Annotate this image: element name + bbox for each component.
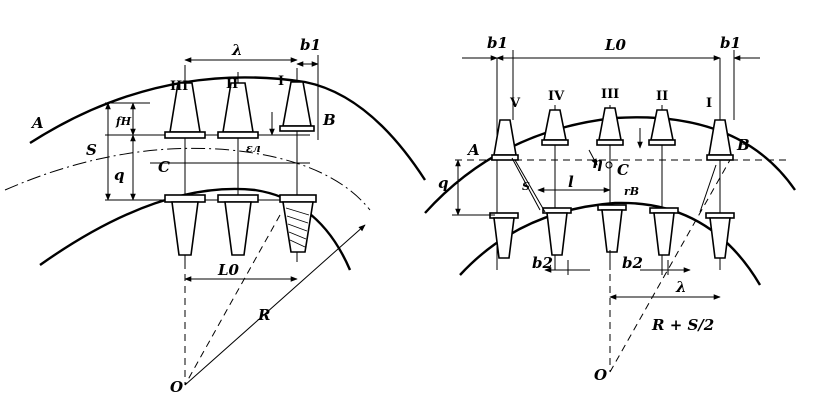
left-label-B: B bbox=[322, 111, 336, 129]
left-tool-I-lower bbox=[279, 194, 317, 253]
right-label-b2-right: b2 bbox=[622, 254, 643, 272]
left-label-L0: L0 bbox=[217, 261, 240, 279]
left-diagram: A B C O R S q fH λ b1 L0 εл III II I bbox=[4, 36, 427, 396]
left-tool-III-lower bbox=[164, 194, 206, 256]
left-label-S: S bbox=[86, 141, 97, 159]
left-label-O: O bbox=[170, 378, 183, 396]
right-label-lambda: λ bbox=[675, 278, 687, 296]
right-label-B: B bbox=[736, 136, 750, 154]
right-label-II: II bbox=[656, 89, 668, 104]
right-label-III: III bbox=[601, 87, 619, 102]
right-tool-III-lower bbox=[597, 204, 627, 253]
left-label-R: R bbox=[257, 306, 270, 324]
right-tool-I-lower bbox=[705, 212, 735, 259]
left-inner-arc bbox=[39, 187, 352, 271]
left-tool-II-upper bbox=[217, 82, 259, 139]
right-label-A: A bbox=[466, 141, 480, 159]
right-label-q: q bbox=[438, 174, 449, 192]
right-tool-V-lower bbox=[489, 212, 519, 259]
right-diagram: A B C O R + S/2 q S l L0 λ b1 b1 b2 b2 r… bbox=[424, 34, 796, 384]
left-label-eps: εл bbox=[246, 142, 261, 155]
right-label-O: O bbox=[594, 366, 607, 384]
right-label-rB: rB bbox=[624, 185, 639, 198]
left-label-lambda: λ bbox=[231, 41, 243, 59]
left-label-b1: b1 bbox=[300, 36, 321, 54]
left-label-A: A bbox=[30, 114, 44, 132]
right-label-b1-right: b1 bbox=[720, 34, 741, 52]
right-tool-IV-lower bbox=[542, 207, 572, 256]
left-outer-arc bbox=[29, 76, 427, 181]
right-label-I: I bbox=[706, 96, 712, 111]
left-label-I: I bbox=[278, 74, 284, 89]
right-center-C bbox=[605, 161, 613, 169]
right-label-L0: L0 bbox=[604, 36, 627, 54]
right-tool-II-upper bbox=[648, 109, 676, 146]
right-label-l: l bbox=[568, 173, 574, 191]
left-tool-II-lower bbox=[217, 194, 259, 256]
right-label-V: V bbox=[509, 96, 521, 111]
right-label-R-S2: R + S/2 bbox=[651, 316, 714, 334]
left-label-q: q bbox=[114, 166, 125, 184]
left-label-fH: fH bbox=[115, 115, 132, 128]
left-tool-I-upper bbox=[279, 81, 315, 132]
left-R-line bbox=[184, 224, 366, 386]
left-label-III: III bbox=[170, 79, 188, 94]
left-middle-arc bbox=[4, 147, 371, 211]
right-tool-III-upper bbox=[596, 107, 624, 146]
right-R-line bbox=[609, 159, 731, 373]
left-tool-III-upper bbox=[164, 82, 206, 139]
right-label-C: C bbox=[617, 161, 629, 179]
right-label-eta: η bbox=[592, 154, 603, 172]
right-label-b2-left: b2 bbox=[532, 254, 553, 272]
right-label-b1-left: b1 bbox=[487, 34, 508, 52]
right-tool-V-upper bbox=[491, 119, 519, 161]
left-label-II: II bbox=[226, 77, 238, 92]
left-label-C: C bbox=[158, 158, 170, 176]
right-label-IV: IV bbox=[548, 89, 565, 104]
right-label-S: S bbox=[522, 180, 530, 193]
right-tool-IV-upper bbox=[541, 109, 569, 146]
right-tool-I-upper bbox=[706, 119, 734, 161]
right-tool-II-lower bbox=[649, 207, 679, 256]
